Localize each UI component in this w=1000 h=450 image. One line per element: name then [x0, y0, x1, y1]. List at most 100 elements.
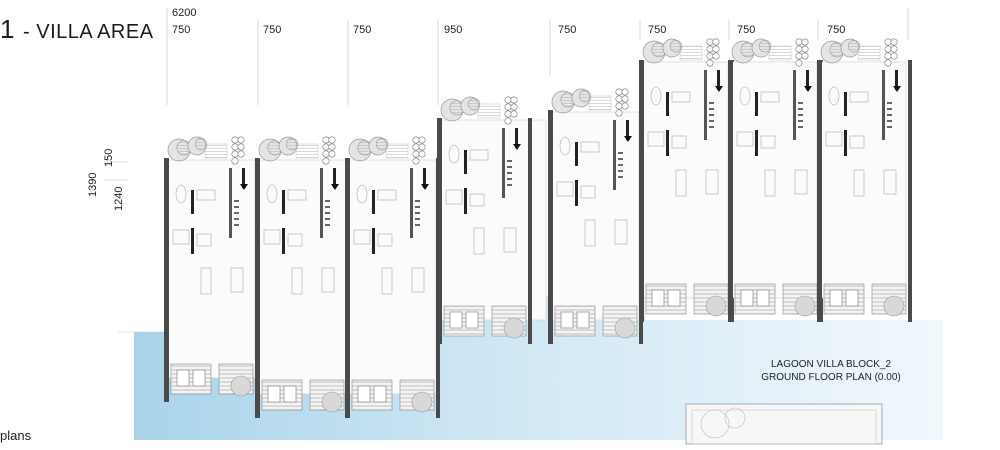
dim-vertical-total: 1390 — [87, 172, 99, 197]
palm-icon — [706, 38, 714, 46]
tree-icon — [230, 375, 252, 397]
stair-step — [887, 114, 892, 116]
palm-icon — [712, 45, 720, 53]
side-label: plans — [0, 428, 32, 443]
wardrobe — [825, 131, 843, 147]
vanity — [287, 189, 307, 201]
lounger-icon — [651, 289, 665, 307]
interior-wall — [191, 228, 194, 254]
dining-table — [200, 267, 212, 295]
stair-step — [798, 114, 803, 116]
entry-arrow-icon — [893, 86, 901, 92]
bathtub-icon — [356, 184, 368, 204]
sofa — [321, 267, 335, 293]
interior-wall — [333, 168, 336, 188]
lounger-icon — [283, 385, 297, 403]
bathtub-icon — [175, 184, 187, 204]
vanity — [469, 149, 489, 161]
palm-icon — [504, 103, 512, 111]
villa-outline — [819, 61, 907, 299]
tree-icon — [794, 295, 816, 317]
sofa — [705, 169, 719, 195]
interior-wall — [229, 168, 232, 238]
palm-icon — [706, 45, 714, 53]
palm-icon — [510, 110, 518, 118]
lounger-icon — [176, 369, 190, 387]
tree-icon — [883, 295, 905, 317]
interior-wall — [882, 70, 885, 140]
lounger-icon — [373, 385, 387, 403]
lounger-icon — [192, 369, 206, 387]
palm-icon — [884, 52, 892, 60]
stair-step — [234, 224, 239, 226]
vanity — [580, 141, 600, 153]
palm-icon — [237, 143, 245, 151]
vanity — [377, 189, 397, 201]
planter — [204, 143, 228, 159]
stair-step — [709, 114, 714, 116]
interior-wall — [806, 70, 809, 90]
dim-module-4: 950 — [444, 24, 463, 36]
lounger-icon — [667, 289, 681, 307]
palm-icon — [322, 143, 330, 151]
party-wall — [437, 118, 442, 344]
palm-icon — [510, 103, 518, 111]
wardrobe — [445, 189, 463, 205]
stair-step — [887, 120, 892, 122]
stair-step — [618, 164, 623, 166]
palm-icon — [884, 59, 892, 67]
section-title: 1 - VILLA AREA — [0, 14, 154, 45]
lounger-icon — [465, 311, 479, 329]
plan-title-line-1: LAGOON VILLA BLOCK_2 — [770, 359, 892, 370]
palm-icon — [795, 38, 803, 46]
entry-arrow-icon — [715, 86, 723, 92]
planter — [295, 143, 319, 159]
palm-icon — [412, 136, 420, 144]
party-wall — [639, 60, 644, 322]
palm-icon — [801, 45, 809, 53]
interior-wall — [502, 128, 505, 198]
entry-arrow-icon — [421, 184, 429, 190]
palm-icon — [322, 150, 330, 158]
palm-icon — [237, 136, 245, 144]
lounger-icon — [829, 289, 843, 307]
dim-module-1: 750 — [172, 24, 191, 36]
palm-icon — [412, 143, 420, 151]
stair-step — [234, 218, 239, 220]
stair-step — [709, 120, 714, 122]
stair-step — [618, 176, 623, 178]
palm-icon — [615, 88, 623, 96]
interior-wall — [372, 228, 375, 254]
bed-icon — [760, 135, 776, 149]
stair-step — [415, 218, 420, 220]
stair-step — [798, 108, 803, 110]
sofa — [411, 267, 425, 293]
palm-icon — [712, 52, 720, 60]
stair-step — [325, 200, 330, 202]
palm-icon — [890, 38, 898, 46]
wardrobe — [263, 229, 281, 245]
palm-icon — [884, 38, 892, 46]
stair-step — [618, 170, 623, 172]
tree-icon — [321, 391, 343, 413]
palm-icon — [795, 45, 803, 53]
dining-table — [853, 169, 865, 197]
stair-step — [887, 102, 892, 104]
villa-outline — [641, 61, 729, 299]
palm-icon — [231, 150, 239, 158]
bed-icon — [849, 135, 865, 149]
dim-module-7: 750 — [737, 24, 756, 36]
stair-step — [234, 212, 239, 214]
dining-table — [473, 227, 485, 255]
lounger-icon — [267, 385, 281, 403]
wardrobe — [353, 229, 371, 245]
interior-wall — [191, 190, 194, 214]
party-wall — [164, 158, 169, 402]
party-wall — [728, 60, 733, 322]
palm-icon — [615, 95, 623, 103]
stair-step — [507, 184, 512, 186]
stair-step — [507, 160, 512, 162]
dim-module-8: 750 — [827, 24, 846, 36]
palm-icon — [801, 38, 809, 46]
palm-icon — [504, 110, 512, 118]
